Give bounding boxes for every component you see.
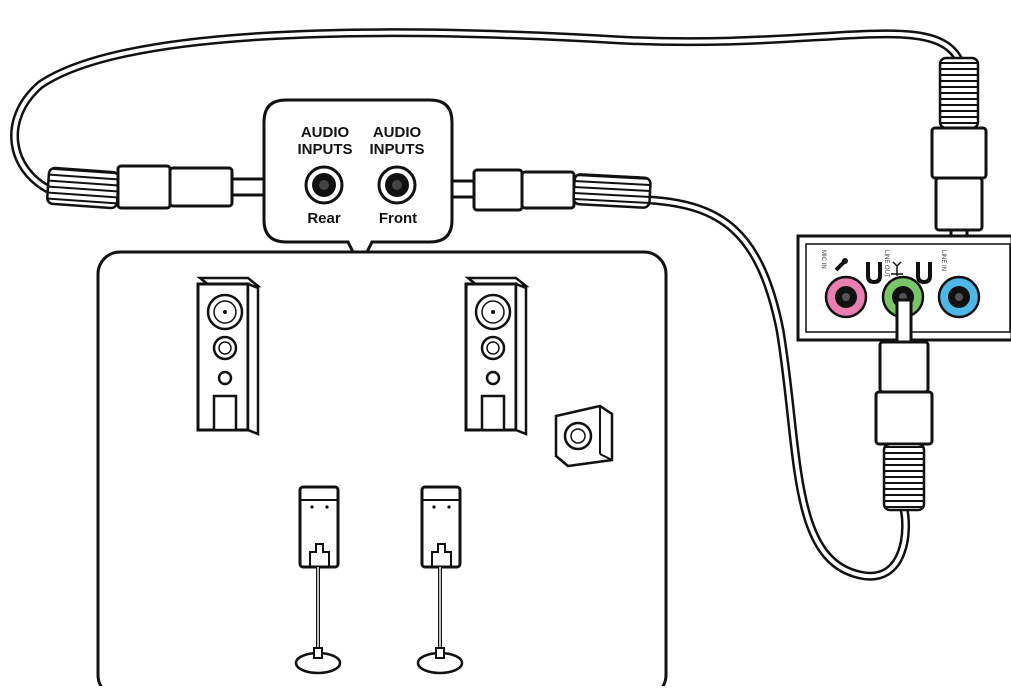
rear-input-label: Rear [307, 210, 341, 227]
mic-in-label: MIC IN [820, 250, 826, 269]
front-input-label: Front [378, 210, 418, 227]
rear-input-title: AUDIO INPUTS [296, 124, 354, 158]
front-plug [438, 168, 652, 212]
speaker-input-callout [262, 98, 454, 270]
rear-right-speaker [416, 485, 464, 675]
rear-audio-jack [304, 165, 344, 205]
line-out-plug [874, 298, 934, 512]
rear-input-title-line1: AUDIO [300, 124, 350, 141]
rear-plug [45, 164, 274, 210]
line-out-icon [891, 261, 903, 276]
mic-in-jack [824, 275, 868, 319]
front-audio-jack [377, 165, 417, 205]
front-input-title-line1: AUDIO [372, 124, 422, 141]
line-in-label: LINE IN [940, 250, 946, 272]
line-in-jack [937, 275, 981, 319]
speaker-system-panel [96, 250, 668, 691]
front-left-speaker [196, 276, 262, 436]
cable-rear-to-line-in [10, 28, 963, 195]
front-input-title-line2: INPUTS [369, 141, 425, 158]
front-right-speaker [464, 276, 530, 436]
center-speaker [554, 404, 614, 468]
rear-input-title-line2: INPUTS [297, 141, 353, 158]
cable-front-to-line-out [645, 195, 911, 581]
front-input-title: AUDIO INPUTS [368, 124, 426, 158]
rear-left-speaker [294, 485, 342, 675]
line-out-label: LINE OUT [883, 250, 889, 278]
microphone-icon [834, 258, 848, 272]
